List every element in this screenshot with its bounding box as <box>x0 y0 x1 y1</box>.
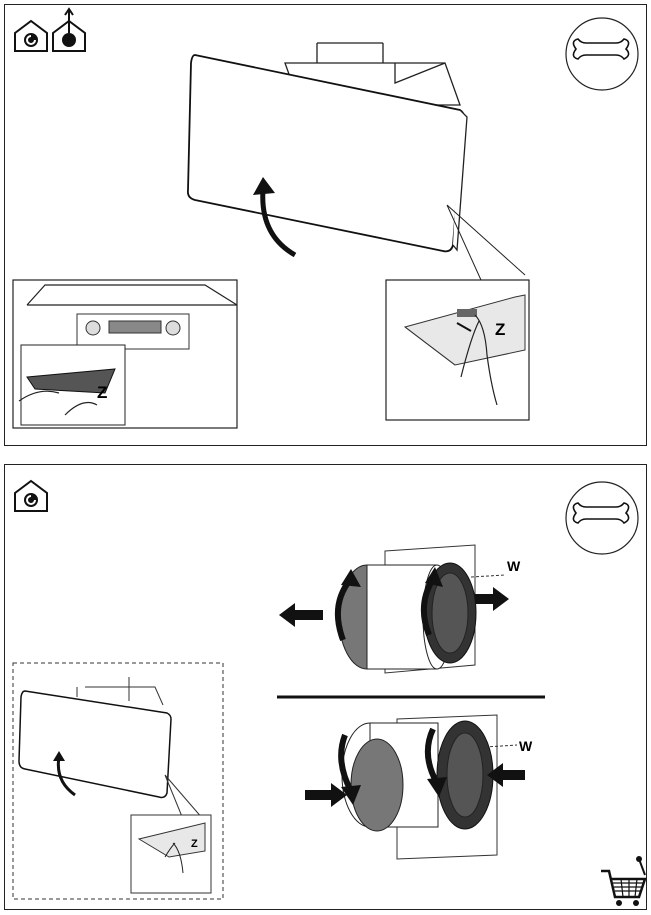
wrench-icon <box>565 17 639 91</box>
panel-replace-filter: W W <box>4 464 647 910</box>
panel-open-glass-panel: Z Z <box>4 4 647 446</box>
shopping-cart-icon[interactable] <box>601 856 647 906</box>
lift-arrow-icon <box>253 177 297 258</box>
detail-label-z-right: Z <box>495 320 505 339</box>
recirculation-house-icon <box>14 479 48 512</box>
label-w-install: W <box>519 738 533 754</box>
detail-inset-right <box>385 279 530 421</box>
mini-label-z: Z <box>191 838 198 850</box>
extraction-house-icon <box>52 7 86 52</box>
label-w-remove: W <box>507 558 521 574</box>
detail-label-z-left: Z <box>97 383 107 402</box>
detail-inset-left <box>12 279 238 429</box>
hood-illustration <box>186 42 468 253</box>
filter-install-illustration <box>305 714 525 860</box>
recirculation-house-icon <box>14 19 48 52</box>
wrench-icon <box>565 481 639 555</box>
filter-removal-illustration <box>279 544 509 674</box>
reference-box <box>12 662 224 900</box>
